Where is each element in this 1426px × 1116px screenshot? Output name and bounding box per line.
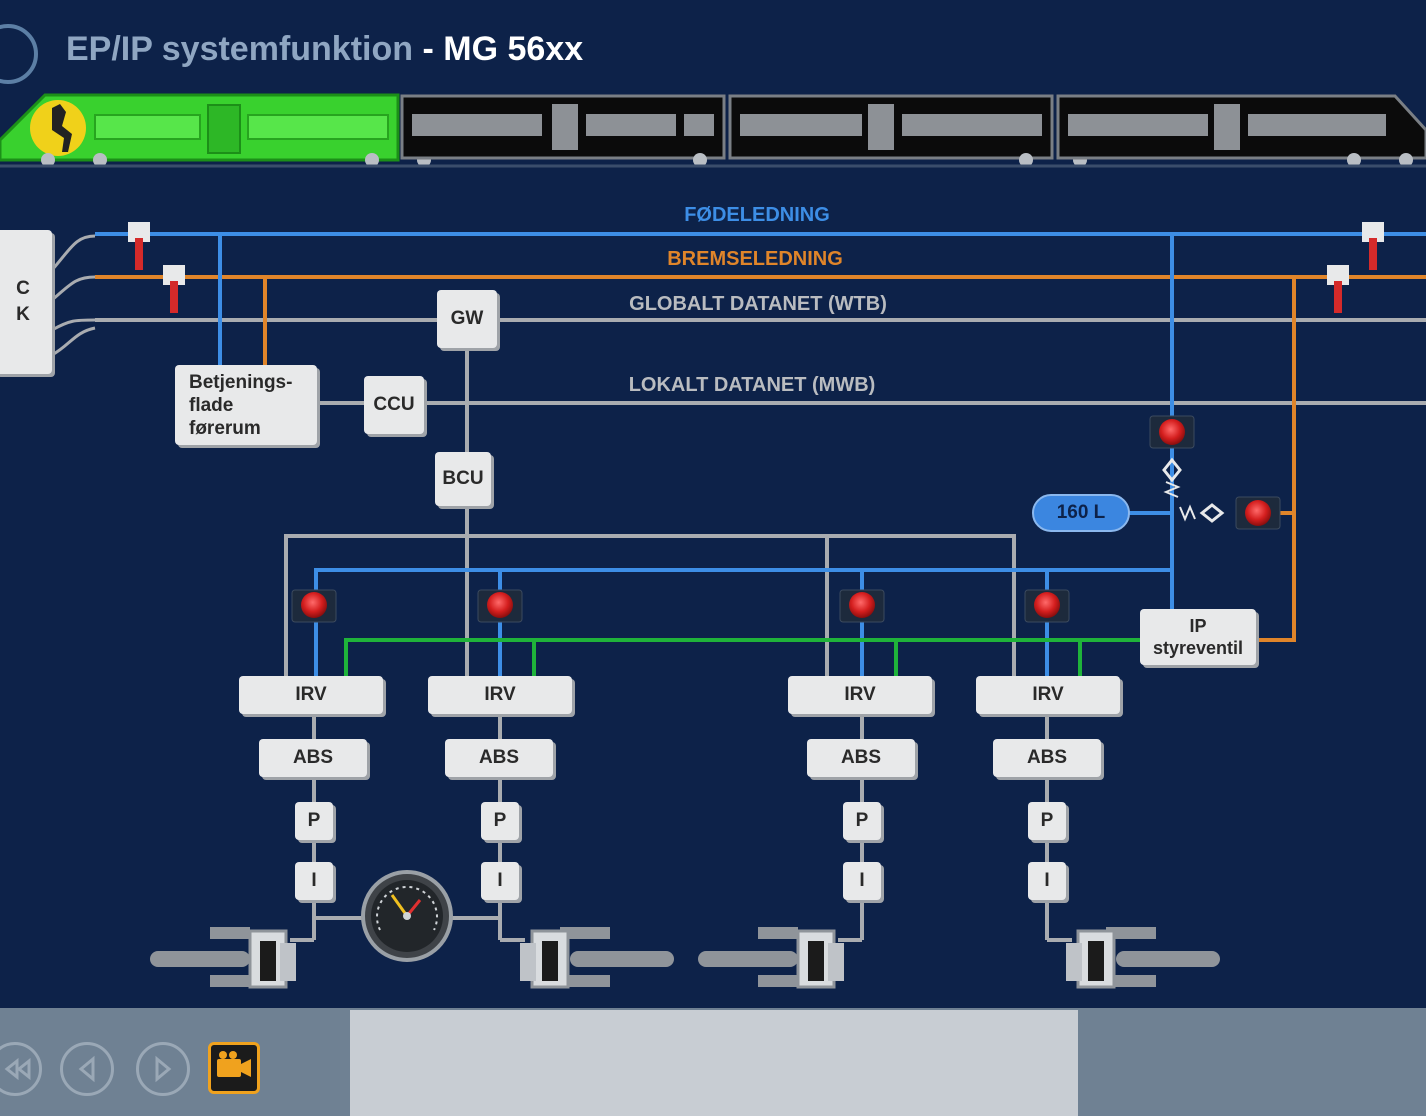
i-box[interactable]: I	[295, 862, 333, 900]
caption-panel	[350, 1010, 1078, 1116]
brake-cylinder-icon	[698, 927, 844, 989]
valve-icon[interactable]	[1024, 589, 1070, 623]
reservoir-160l[interactable]: 160 L	[1032, 494, 1130, 532]
check-valve-icon	[1179, 503, 1225, 523]
brake-cylinder-icon	[150, 927, 296, 989]
ck-letter-k: K	[16, 304, 30, 325]
driver-panel-box[interactable]: Betjenings- flade førerum	[175, 365, 317, 445]
valve-icon[interactable]	[839, 589, 885, 623]
abs-box[interactable]: ABS	[807, 739, 915, 777]
i-box[interactable]: I	[843, 862, 881, 900]
valve-icon[interactable]	[1235, 496, 1281, 530]
previous-button[interactable]	[60, 1042, 114, 1096]
abs-box[interactable]: ABS	[259, 739, 367, 777]
next-button[interactable]	[136, 1042, 190, 1096]
pressure-box[interactable]: P	[481, 802, 519, 840]
ck-letter-c: C	[16, 278, 30, 299]
schematic-svg	[0, 93, 1426, 989]
i-box[interactable]: I	[481, 862, 519, 900]
pressure-box[interactable]: P	[1028, 802, 1066, 840]
brake-cylinder-icon	[1066, 927, 1220, 989]
driver-panel-line3: førerum	[189, 417, 261, 439]
locomotive-car[interactable]	[0, 93, 431, 167]
abs-box[interactable]: ABS	[445, 739, 553, 777]
mwb-line-label: LOKALT DATANET (MWB)	[628, 374, 876, 396]
header: EP/IP systemfunktion - MG 56xx	[0, 20, 700, 84]
ck-coupling-box[interactable]: C K	[0, 230, 52, 374]
i-box[interactable]: I	[1028, 862, 1066, 900]
irv-box[interactable]: IRV	[976, 676, 1120, 714]
train	[0, 93, 1426, 168]
irv-box[interactable]: IRV	[428, 676, 572, 714]
ip-line2: styreventil	[1152, 638, 1244, 658]
gw-box[interactable]: GW	[437, 290, 497, 348]
brake-line-label: BREMSELEDNING	[667, 248, 843, 270]
ip-line1: IP	[1189, 616, 1207, 636]
title-separator: -	[413, 30, 444, 68]
ccu-box[interactable]: CCU	[364, 376, 424, 434]
valve-icon[interactable]	[477, 589, 523, 623]
title-model: MG 56xx	[443, 30, 584, 68]
irv-box[interactable]: IRV	[788, 676, 932, 714]
wtb-line-label: GLOBALT DATANET (WTB)	[629, 293, 887, 315]
pressure-gauge-icon[interactable]	[361, 870, 453, 962]
rewind-button[interactable]	[0, 1042, 42, 1096]
chevron-right-icon	[155, 1055, 172, 1083]
pressure-box[interactable]: P	[843, 802, 881, 840]
check-valve-icon	[1162, 457, 1182, 498]
page-title: EP/IP systemfunktion - MG 56xx	[66, 30, 583, 69]
driver-panel-line2: flade	[189, 394, 234, 416]
end-cock-valves	[128, 222, 1384, 313]
video-camera-icon	[217, 1051, 251, 1077]
chevron-left-icon	[78, 1055, 95, 1083]
video-button[interactable]	[208, 1042, 260, 1094]
valve-icon[interactable]	[291, 589, 337, 623]
abs-box[interactable]: ABS	[993, 739, 1101, 777]
ck-connectors	[50, 234, 96, 357]
irv-box[interactable]: IRV	[239, 676, 383, 714]
feed-line-label: FØDELEDNING	[684, 204, 830, 226]
rewind-icon	[4, 1057, 31, 1081]
valves	[291, 415, 1281, 623]
title-main: EP/IP systemfunktion	[66, 30, 414, 68]
train-car-3[interactable]	[728, 94, 1087, 167]
brake-cylinder-icon	[520, 927, 674, 989]
valve-icon[interactable]	[1149, 415, 1195, 449]
bcu-box[interactable]: BCU	[435, 452, 491, 506]
train-car-2[interactable]	[400, 94, 726, 167]
ip-control-valve-box[interactable]: IP styreventil	[1140, 609, 1256, 665]
driver-panel-line1: Betjenings-	[189, 371, 293, 393]
pressure-box[interactable]: P	[295, 802, 333, 840]
train-car-4[interactable]	[1056, 94, 1426, 167]
